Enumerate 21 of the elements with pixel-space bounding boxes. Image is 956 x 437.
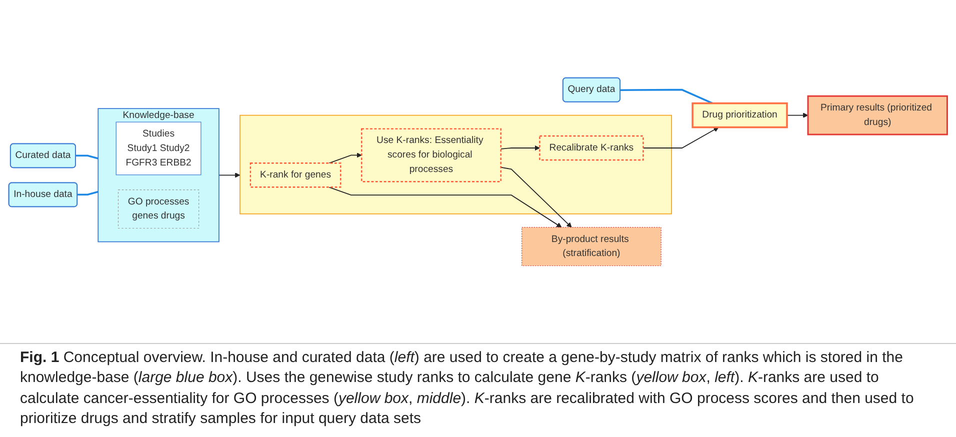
node-box [361, 128, 502, 182]
connector [77, 190, 98, 196]
node-box [116, 121, 202, 175]
cluster [98, 108, 220, 242]
arrow [786, 112, 808, 118]
connector [76, 154, 98, 160]
node-box [692, 102, 788, 128]
node-box [522, 226, 662, 266]
node-box [539, 135, 644, 160]
arrow [500, 166, 572, 228]
node-box [807, 95, 948, 135]
node-box [118, 189, 200, 228]
cluster [240, 114, 672, 214]
flowchart-drawing: Knowledge-base Studies Study1 Study2 FGFR3 ERBB2 GO processes genes drugs Query data Drug prioritization Primary results (prioritized drugs) Use K-ranks: Essentiality scores for biological processes Curated data Recalibrate K-ranks K-rank for genes In-house data By-product results (stratification) [4, 72, 952, 270]
arrow [500, 145, 540, 150]
connector [620, 88, 713, 104]
arrow [328, 186, 562, 228]
arrow [642, 126, 719, 148]
node-box [250, 162, 342, 188]
figure-caption: Fig. 1 Conceptual overview. In-house and curated data (left) are used to create a gene-by-study matrix of ranks which is stored in the knowledge-base (large blue box). Uses the genewise study ranks to calculate gene K-ranks (yellow box, left). K-ranks are used to calculate cancer-essentiality for GO processes (yellow box, middle). K-ranks are recalibrated with GO process scores and then used to prioritize drugs and stratify samples for input query data sets [0, 343, 956, 437]
arrow [218, 172, 240, 178]
